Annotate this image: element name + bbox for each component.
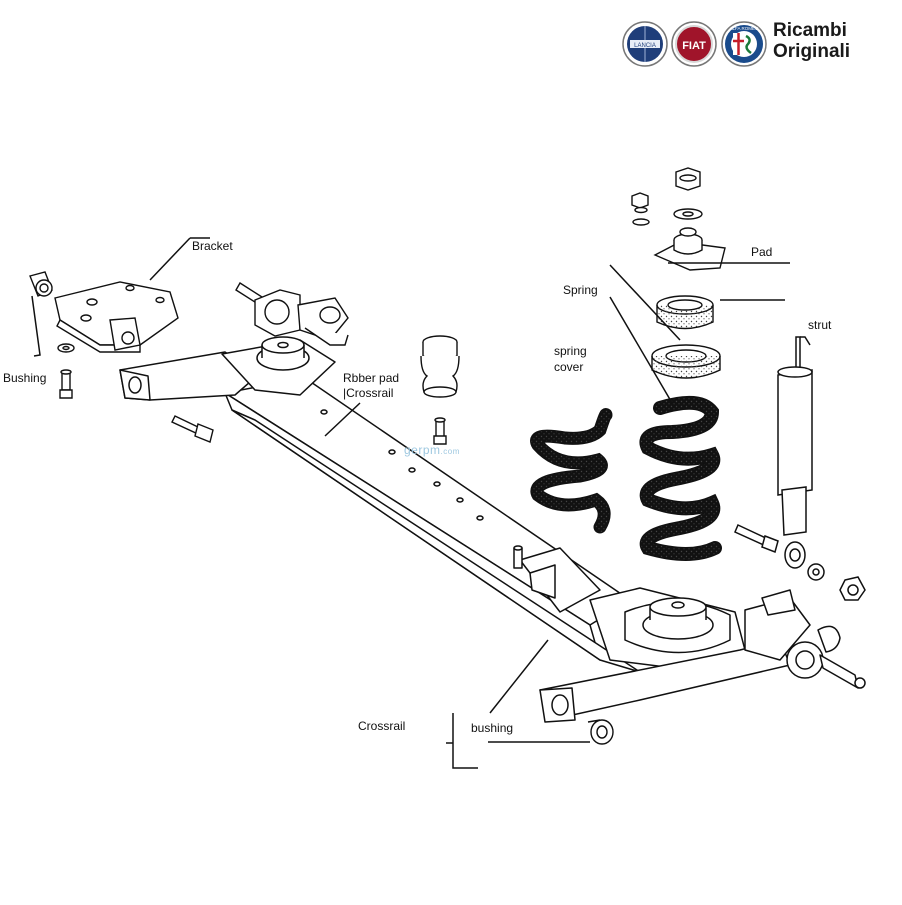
label-strut: strut <box>808 318 832 332</box>
spring-cover-outline <box>531 409 611 532</box>
spring-seat-upper <box>656 295 714 330</box>
brand-title: Ricambi Originali <box>773 20 850 62</box>
label-spring-cover-2: cover <box>554 360 584 374</box>
svg-text:ALFA ROMEO: ALFA ROMEO <box>729 26 759 31</box>
crossrail-beam <box>119 336 866 723</box>
left-hub <box>235 282 349 346</box>
label-rubber-pad-1: Rbber pad <box>343 371 400 385</box>
label-bracket: Bracket <box>192 239 233 253</box>
strut-part <box>734 336 866 601</box>
coil-spring-fill <box>641 397 721 560</box>
brand-line-2: Originali <box>773 41 851 62</box>
svg-text:LANCIA: LANCIA <box>634 43 656 49</box>
label-rubber-pad-2: |Crossrail <box>343 386 394 400</box>
label-spring: Spring <box>563 283 598 297</box>
watermark-suffix: .com <box>440 447 460 456</box>
label-bushing-left: Bushing <box>3 371 47 385</box>
label-crossrail: Crossrail <box>358 719 406 733</box>
right-bushing-part <box>587 719 614 745</box>
watermark-main: gerpm <box>404 443 441 457</box>
top-mount-pad <box>631 167 726 271</box>
alfa-romeo-logo: ALFA ROMEO <box>721 21 767 67</box>
fiat-logo: FIAT <box>671 21 717 67</box>
leader-lines <box>31 237 811 769</box>
brand-line-1: Ricambi <box>773 20 847 41</box>
spring-seat-lower <box>651 344 721 379</box>
left-bushing-part <box>29 271 75 399</box>
lancia-logo: LANCIA <box>622 21 668 67</box>
left-bolt <box>171 415 214 443</box>
rubber-pad <box>420 335 460 445</box>
label-bushing-right: bushing <box>471 721 514 735</box>
label-spring-cover-1: spring <box>554 344 587 358</box>
label-pad: Pad <box>751 245 773 259</box>
bracket-part <box>54 281 179 353</box>
svg-text:FIAT: FIAT <box>682 40 706 52</box>
watermark: gerpm.com <box>404 443 460 457</box>
